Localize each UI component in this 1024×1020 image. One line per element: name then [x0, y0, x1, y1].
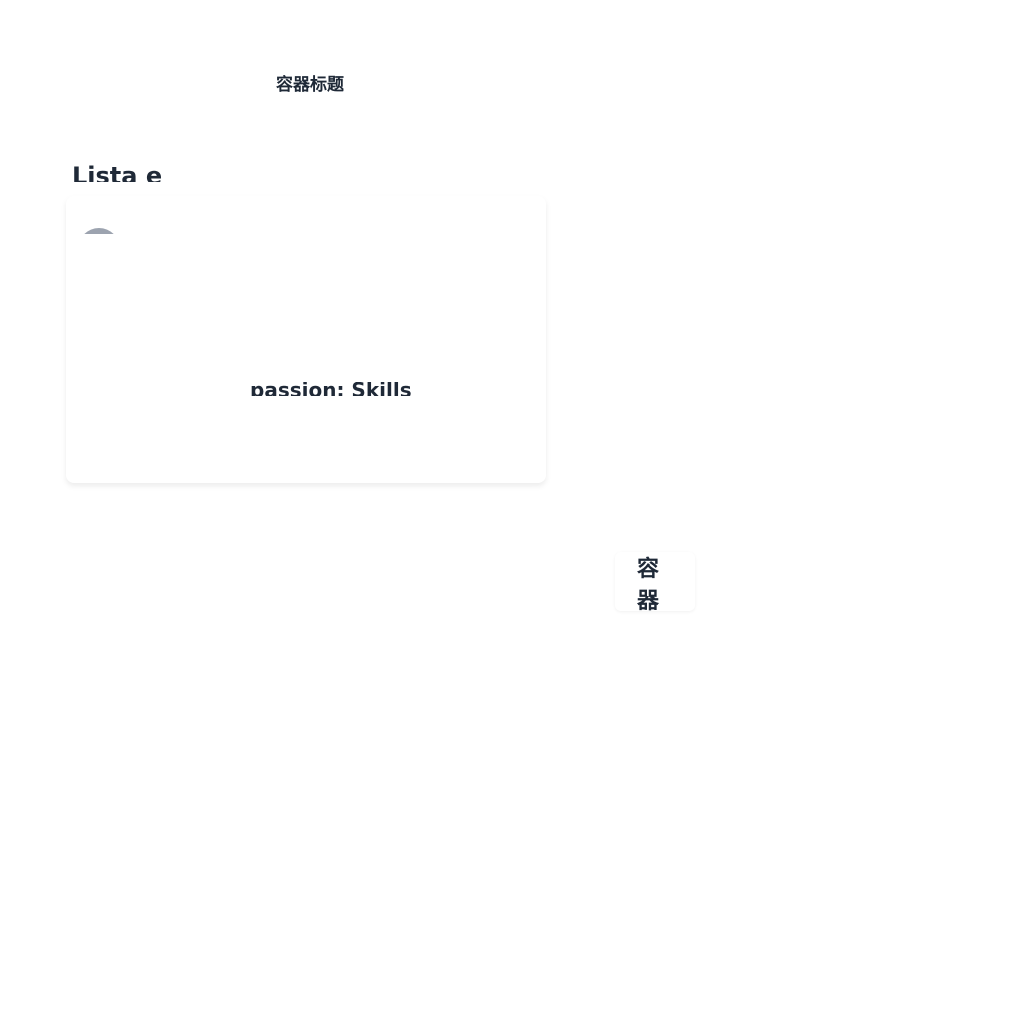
container-label: 容器 — [637, 557, 660, 611]
list-title: Lista e — [72, 162, 163, 182]
container-title: 容器标题 — [276, 75, 344, 92]
list-item-label: 项目 — [140, 230, 172, 234]
container-box: 容器 — [615, 552, 695, 611]
skills-text: passion: Skills — [250, 382, 450, 396]
avatar — [78, 228, 120, 234]
list-card — [66, 196, 546, 483]
skills-label: passion: Skills — [250, 382, 412, 396]
list-item[interactable]: 项目 — [78, 226, 378, 234]
